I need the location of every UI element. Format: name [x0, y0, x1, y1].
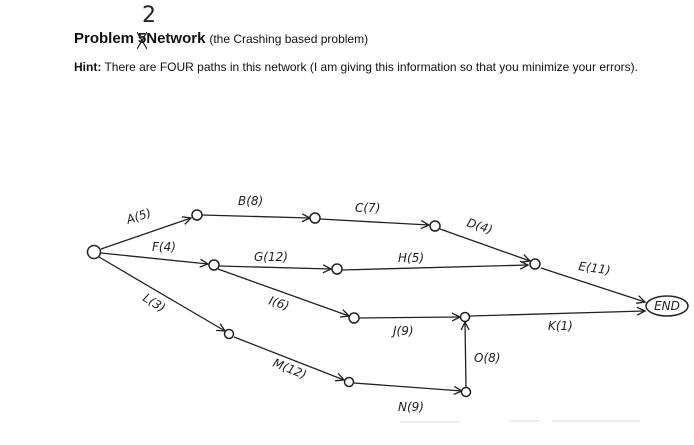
label-K: K(1) [548, 319, 573, 333]
end-node [645, 295, 689, 317]
scan-artifact-lines [400, 420, 640, 423]
edge-C [319, 218, 429, 225]
node-after-L [223, 328, 235, 340]
title-prefix: Problem [74, 30, 135, 47]
label-C: C(7) [355, 201, 380, 215]
edge-O [465, 322, 466, 388]
node-after-G [331, 263, 343, 275]
node-after-I [348, 312, 360, 324]
end-node-label: END [654, 299, 680, 313]
edge-F [100, 252, 208, 264]
handwritten-problem-number: 2 [142, 3, 156, 28]
edge-N [353, 382, 462, 391]
edge-G [218, 266, 331, 269]
hint-body: There are FOUR paths in this network (I … [104, 60, 638, 74]
edge-B [201, 215, 310, 218]
label-G: G(12) [254, 250, 288, 264]
label-M: M(12) [271, 356, 309, 382]
edge-A [100, 218, 191, 250]
label-N: N(9) [398, 400, 424, 414]
node-after-J-O [459, 311, 471, 323]
edge-E [540, 267, 645, 302]
edge-I [217, 268, 349, 316]
node-after-F [208, 259, 220, 271]
title-main: Network [146, 30, 206, 47]
label-E: E(11) [578, 259, 612, 277]
label-H: H(5) [398, 251, 424, 265]
node-after-B [309, 212, 321, 224]
node-after-M [343, 376, 355, 388]
label-O: O(8) [474, 351, 500, 365]
label-J: J(9) [391, 324, 414, 338]
label-A: A(5) [124, 206, 153, 227]
edge-H [341, 265, 528, 271]
label-B: B(8) [238, 194, 263, 208]
hint-text: Hint: There are FOUR paths in this netwo… [74, 57, 674, 78]
label-I: I(6) [267, 294, 291, 314]
hint-label: Hint: [74, 60, 102, 74]
node-after-N [460, 386, 472, 398]
title-subtitle: (the Crashing based problem) [209, 32, 369, 46]
node-after-D-H [529, 258, 541, 270]
start-node [86, 244, 102, 260]
edge-J [358, 317, 460, 318]
edge-K [469, 311, 645, 317]
problem-title: Problem 5Network (the Crashing based pro… [74, 30, 369, 49]
struck-out-number: 5 [136, 30, 148, 49]
label-D: D(4) [465, 216, 494, 237]
node-after-C [429, 220, 441, 232]
label-F: F(4) [152, 240, 176, 254]
edge-M [233, 336, 344, 380]
edge-L [98, 256, 225, 331]
node-after-A [191, 209, 203, 221]
edge-D [439, 228, 530, 261]
